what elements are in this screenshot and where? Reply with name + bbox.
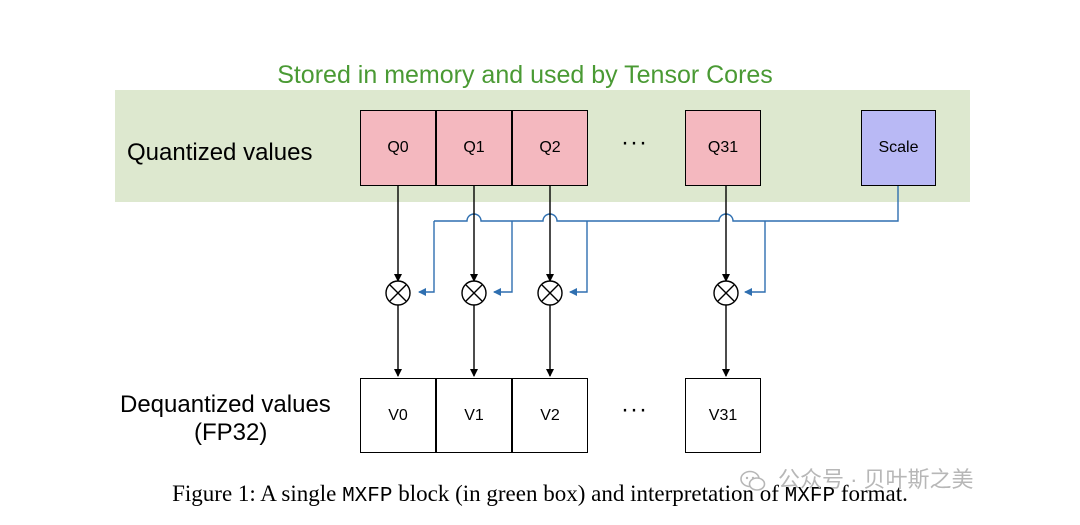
- caption-middle: block (in green box) and interpretation …: [392, 481, 785, 506]
- watermark-text: 公众号 · 贝叶斯之美: [778, 467, 974, 492]
- quantized-to-multiplier-arrows: [394, 186, 730, 282]
- multiplier-q1: [461, 280, 487, 306]
- caption-code-2: MXFP: [784, 485, 836, 508]
- quantized-cell-q0: Q0: [360, 110, 436, 186]
- scale-broadcast-line: [418, 186, 899, 296]
- quantized-cell-q31: Q31: [685, 110, 761, 186]
- dequantized-cell-v2: V2: [512, 378, 588, 453]
- quantized-cell-q1: Q1: [436, 110, 512, 186]
- dequantized-cell-v31: V31: [685, 378, 761, 453]
- diagram-title: Stored in memory and used by Tensor Core…: [277, 61, 773, 89]
- quantized-values-label: Quantized values: [127, 139, 313, 166]
- multiplier-to-dequantized-arrows: [394, 305, 730, 377]
- scale-cell: Scale: [861, 110, 936, 186]
- dequantized-cell-v0: V0: [360, 378, 436, 453]
- dequantized-values-label: Dequantized values (FP32): [120, 391, 360, 447]
- dequantized-label-line2: (FP32): [194, 419, 268, 446]
- figure-caption: Figure 1: A single MXFP block (in green …: [0, 479, 1080, 512]
- multiplier-q2: [537, 280, 563, 306]
- multiplier-q31: [713, 280, 739, 306]
- dequantized-cell-v1: V1: [436, 378, 512, 453]
- wechat-icon: [740, 470, 766, 491]
- caption-suffix: format.: [835, 481, 908, 506]
- dequantized-ellipsis: ···: [621, 396, 648, 423]
- quantized-cell-q2: Q2: [512, 110, 588, 186]
- caption-prefix: Figure 1: A single: [172, 481, 343, 506]
- multiplier-q0: [385, 280, 411, 306]
- quantized-ellipsis: ···: [621, 129, 648, 156]
- dequantized-label-line1: Dequantized values: [120, 391, 331, 418]
- caption-code-1: MXFP: [342, 485, 393, 508]
